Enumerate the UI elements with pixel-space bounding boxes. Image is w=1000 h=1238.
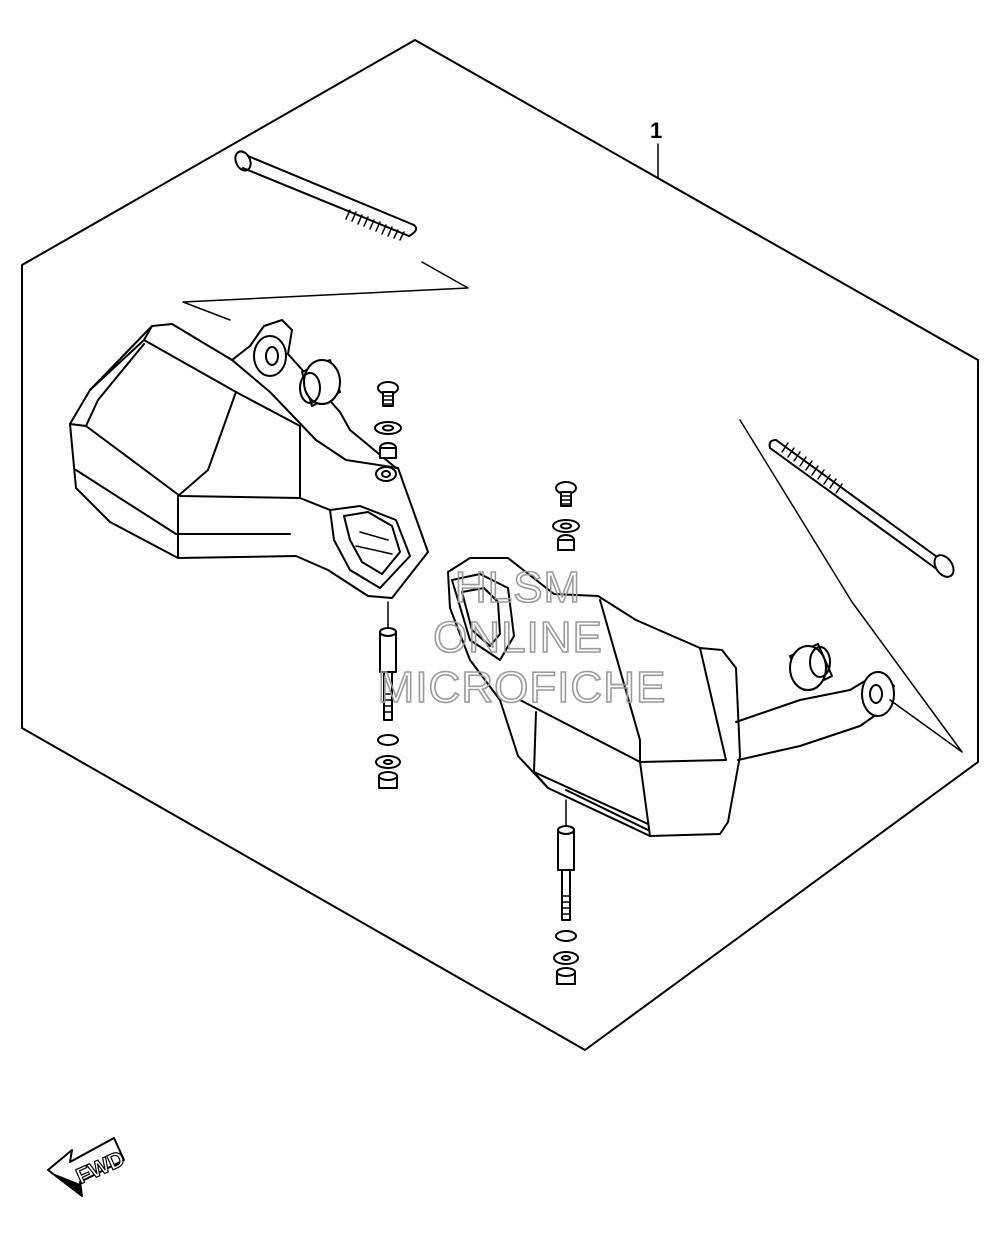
hand-guard-right: [447, 557, 895, 837]
hand-guard-left: [69, 319, 429, 599]
watermark-line-3: MICROFICHE: [378, 663, 667, 712]
bolt-guide-right: [739, 419, 963, 753]
watermark-line-1: HLSM: [455, 563, 581, 612]
rubber-bushing-left: [299, 359, 341, 407]
long-bolt-left: [234, 150, 418, 241]
hardware-stack-right-lower: [553, 799, 579, 985]
kit-outline: [21, 39, 979, 1051]
fwd-arrow-icon: FWD: [47, 1137, 129, 1197]
watermark-line-2: ONLINE: [433, 613, 603, 662]
hardware-stack-left-upper: [374, 381, 402, 459]
rubber-bushing-right: [789, 643, 833, 691]
watermark: HLSM ONLINE MICROFICHE: [377, 562, 667, 713]
hardware-stack-right-upper: [552, 481, 580, 551]
bolt-guide-left: [182, 261, 469, 321]
long-bolt-right: [768, 439, 955, 578]
callout-1-label: 1: [650, 118, 662, 143]
hardware-stack-left-lower: [375, 601, 401, 789]
